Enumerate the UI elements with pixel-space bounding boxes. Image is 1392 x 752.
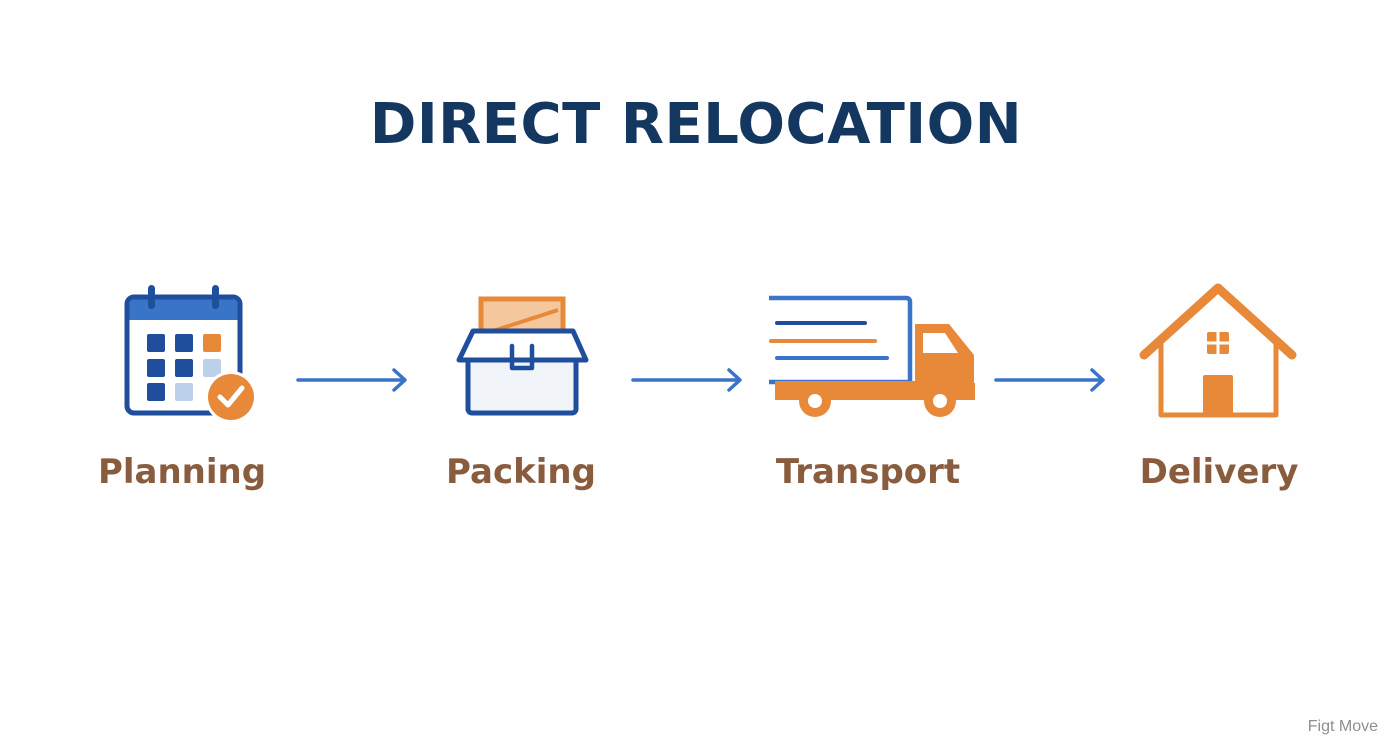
step-label-planning: Planning <box>97 452 267 492</box>
open-box-icon <box>456 296 589 416</box>
house-icon <box>1139 283 1297 418</box>
step-label-transport: Transport <box>775 452 961 492</box>
moving-truck-icon <box>769 295 975 417</box>
arrow-planning-to-packing <box>296 368 407 392</box>
arrow-packing-to-transport <box>631 368 742 392</box>
step-label-packing: Packing <box>446 452 596 492</box>
diagram-title: DIRECT RELOCATION <box>369 92 1023 157</box>
step-label-delivery: Delivery <box>1139 452 1299 492</box>
arrow-transport-to-delivery <box>994 368 1105 392</box>
calendar-check-icon <box>124 285 257 423</box>
watermark: Figt Move <box>1307 718 1378 735</box>
